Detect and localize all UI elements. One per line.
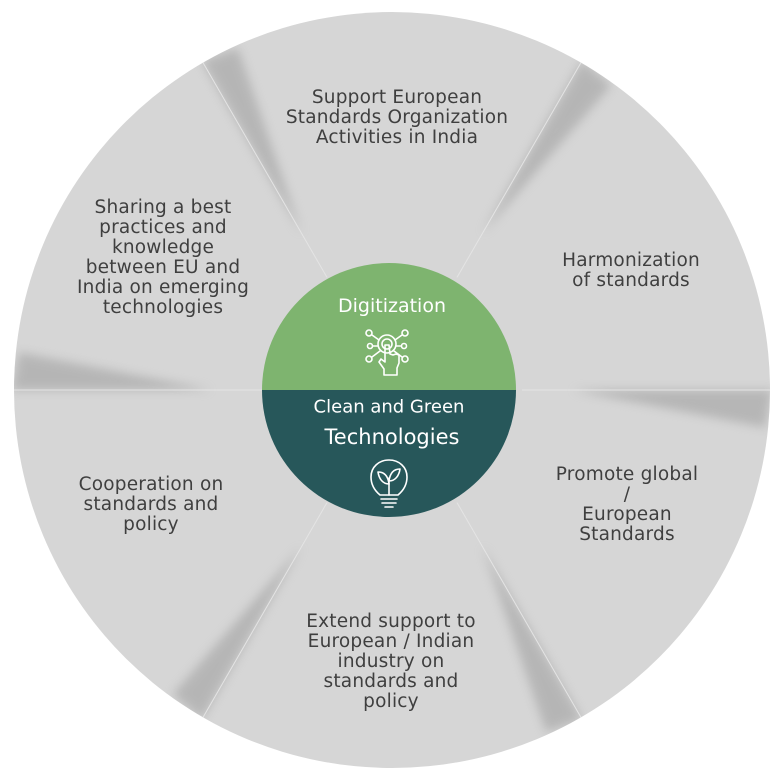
segment-label-upper-right: Harmonization of standards: [562, 250, 700, 291]
digital-touch-icon: [365, 329, 409, 376]
lightbulb-plant-icon: [370, 459, 408, 508]
segment-divider: [456, 502, 583, 720]
hub-title-digitization: Digitization: [338, 295, 446, 317]
segment-dividers: [14, 48, 770, 732]
segment-divider: [456, 60, 583, 278]
segment-label-top: Support European Standards Organization …: [285, 87, 509, 148]
divider-shadow: [572, 390, 770, 428]
segment-label-bottom: Extend support to European / Indian indu…: [306, 611, 476, 712]
segment-divider: [201, 60, 328, 278]
segment-label-lower-left: Cooperation on standards and policy: [78, 474, 224, 535]
segment-label-upper-left: Sharing a best practices and knowledge b…: [76, 197, 250, 318]
hub-title-clean-green-line2: Technologies: [324, 425, 460, 449]
divider-shadow: [202, 48, 302, 235]
divider-shadow: [482, 60, 611, 235]
divider-shadow: [482, 545, 582, 732]
divider-shadow: [14, 352, 212, 390]
segment-label-lower-right: Promote global / European Standards: [555, 464, 699, 545]
hub-title-clean-green-line1: Clean and Green: [313, 396, 465, 418]
segment-divider: [201, 502, 328, 720]
divider-shadow: [173, 545, 302, 720]
